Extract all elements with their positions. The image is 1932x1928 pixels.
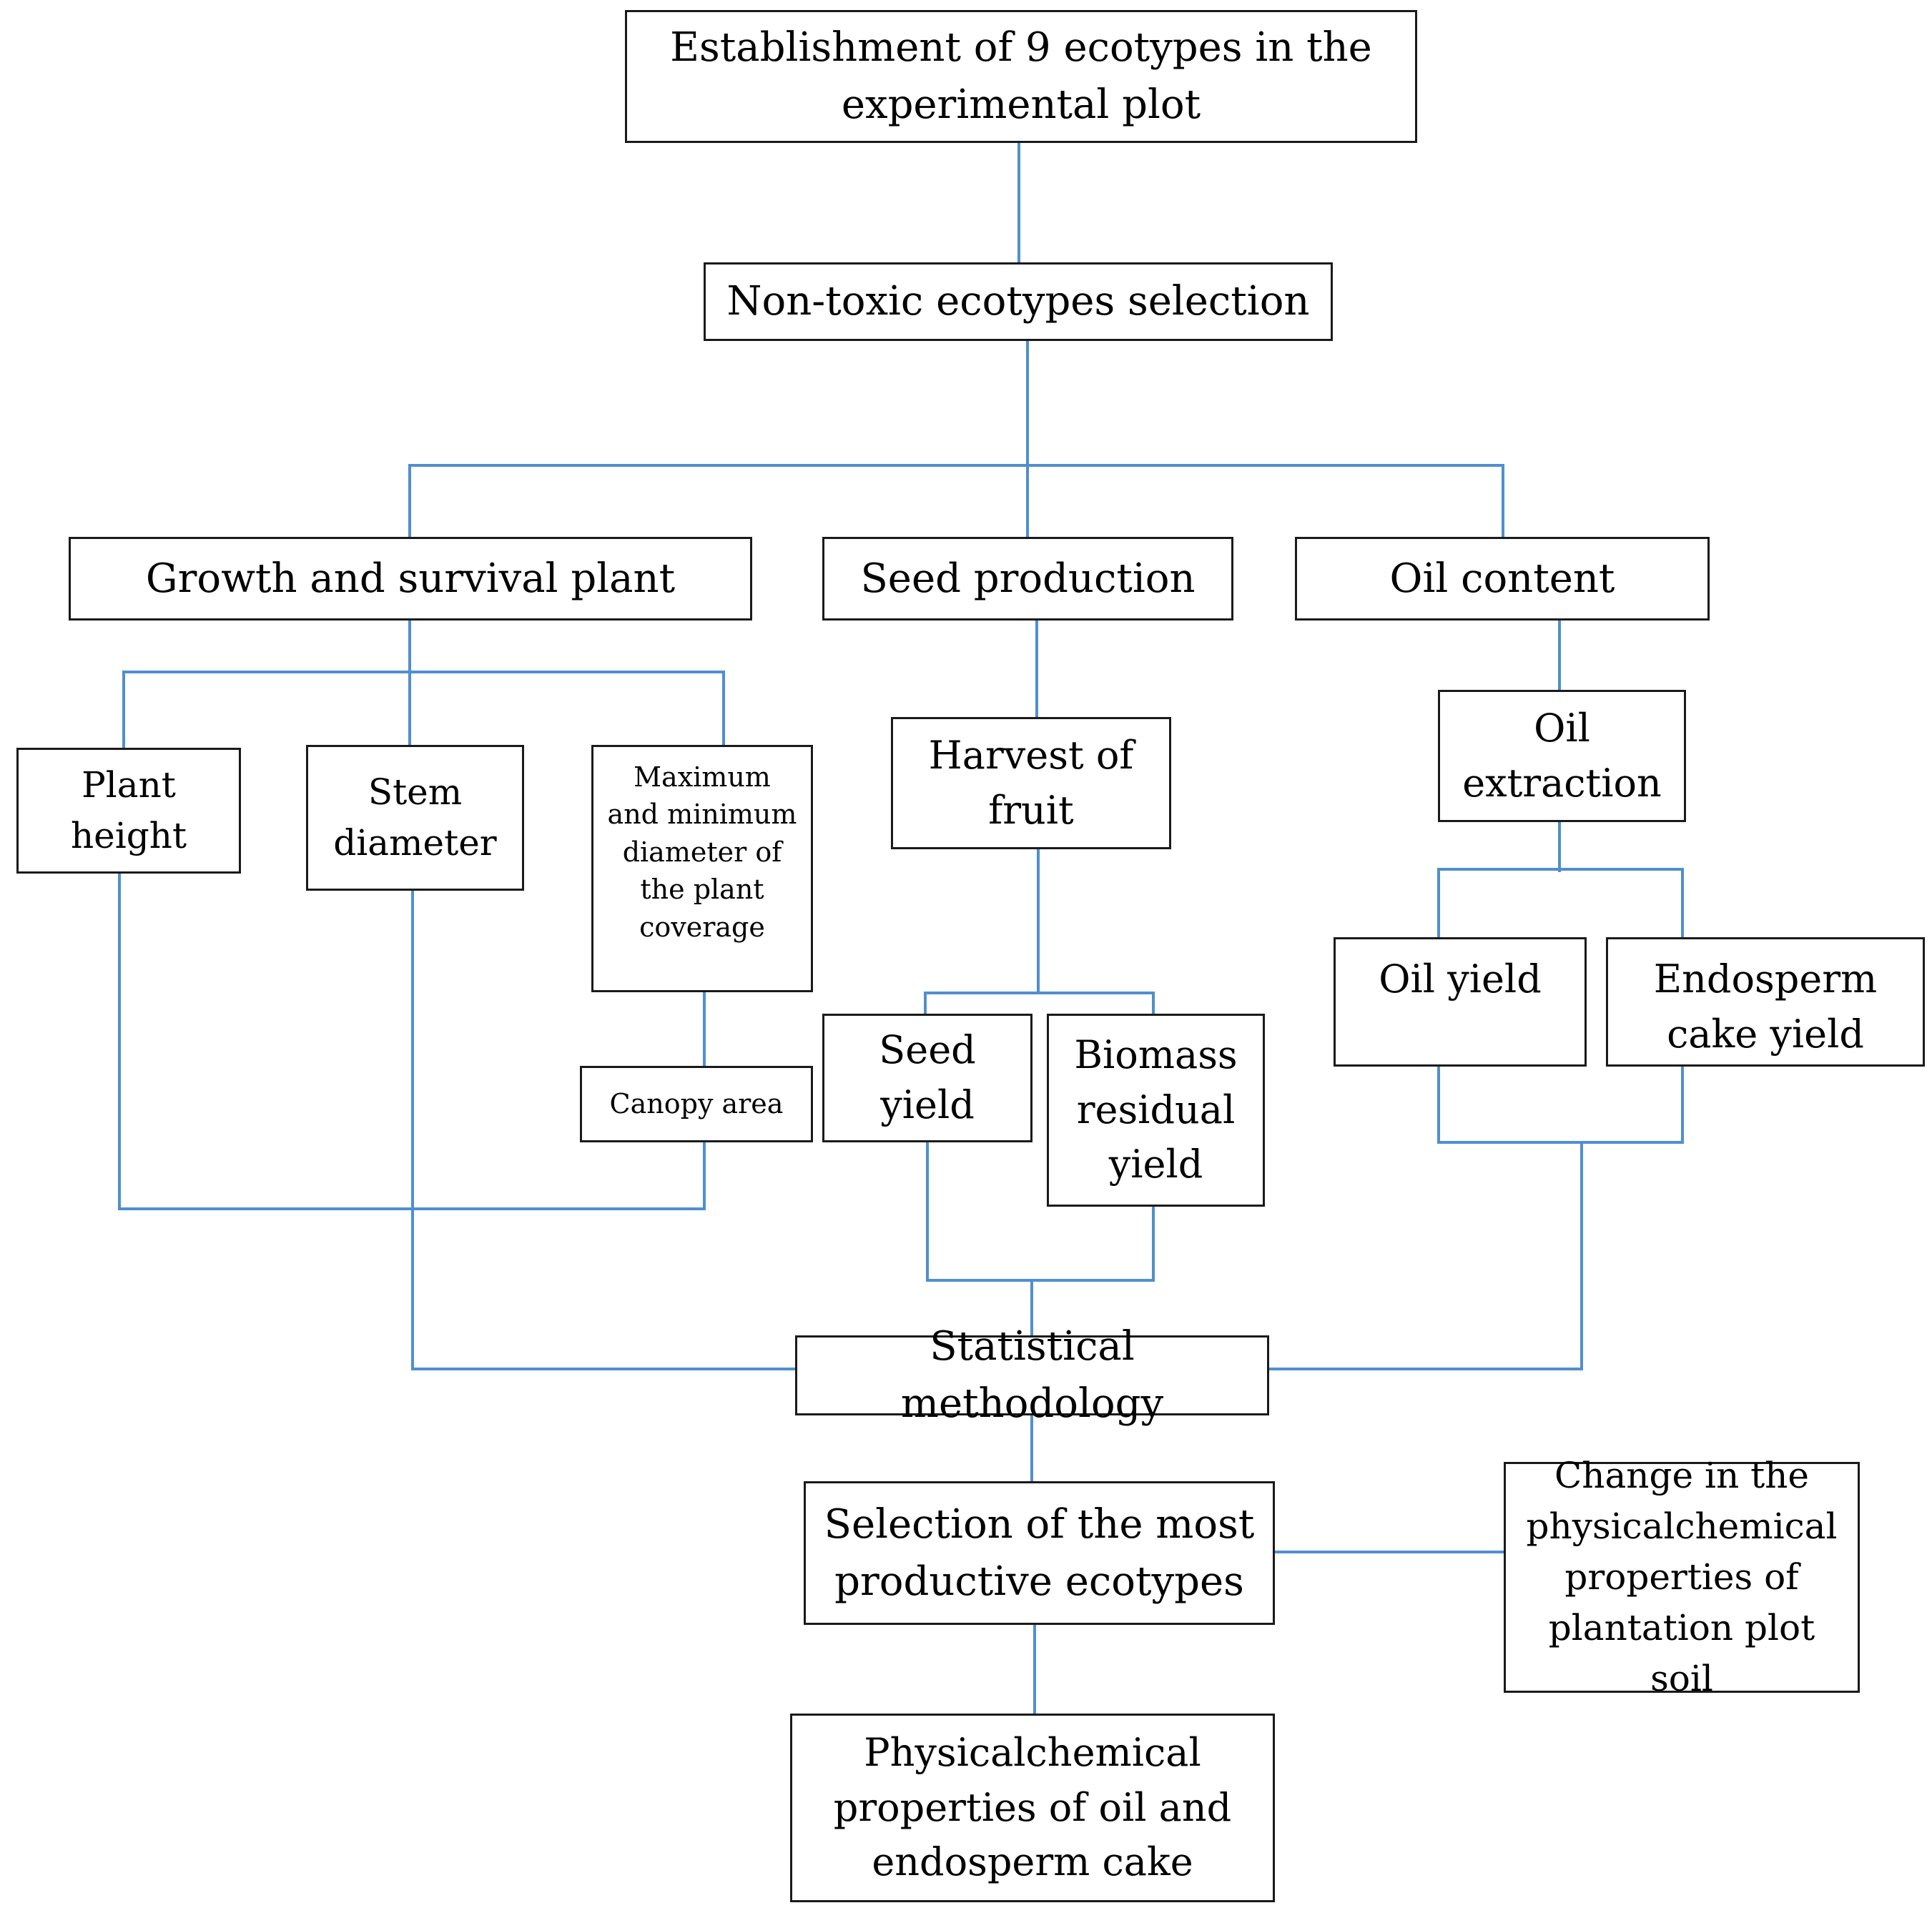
node-seed-production-label: Seed production <box>860 555 1196 602</box>
node-nontoxic-selection-label: Non-toxic ecotypes selection <box>726 278 1310 325</box>
node-endosperm-cake-yield-label: Endosperm cake yield <box>1653 956 1878 1057</box>
node-harvest-fruit: Harvest of fruit <box>891 717 1171 849</box>
node-endosperm-cake-yield: Endosperm cake yield <box>1606 937 1925 1067</box>
node-plant-height: Plant height <box>16 748 241 874</box>
connector-stem-to-statistical <box>411 889 797 1370</box>
node-establishment: Establishment of 9 ecotypes in the exper… <box>625 10 1417 143</box>
node-oil-extraction-label: Oil extraction <box>1462 705 1662 806</box>
node-soil-change-label: Change in the physicalchemical propertie… <box>1526 1455 1838 1699</box>
connector-oil-join-statistical <box>1268 1141 1583 1370</box>
node-harvest-fruit-label: Harvest of fruit <box>928 732 1134 833</box>
node-statistical-methodology: Statistical methodology <box>795 1323 1269 1427</box>
node-oil-content-label: Oil content <box>1389 555 1615 602</box>
node-stem-diameter: Stem diameter <box>306 745 524 891</box>
node-selection-productive-label: Selection of the most productive ecotype… <box>824 1501 1255 1605</box>
node-selection-productive: Selection of the most productive ecotype… <box>804 1481 1275 1625</box>
node-seed-yield-label: Seed yield <box>879 1027 976 1127</box>
node-establishment-label: Establishment of 9 ecotypes in the exper… <box>670 24 1372 128</box>
node-physicochemical-oil-cake: Physicalchemical properties of oil and e… <box>790 1714 1275 1902</box>
node-plant-height-label: Plant height <box>70 764 187 856</box>
node-oil-yield: Oil yield <box>1334 937 1587 1067</box>
node-max-min-diameter: Maximum and minimum diameter of the plan… <box>591 745 813 992</box>
node-biomass-residual-label: Biomass residual yield <box>1074 1032 1238 1187</box>
node-seed-yield: Seed yield <box>822 1014 1032 1142</box>
node-growth-survival: Growth and survival plant <box>69 537 752 621</box>
node-oil-content: Oil content <box>1295 537 1710 621</box>
node-soil-change: Change in the physicalchemical propertie… <box>1504 1455 1860 1699</box>
node-physicochemical-oil-cake-label: Physicalchemical properties of oil and e… <box>833 1729 1232 1885</box>
node-oil-yield-label: Oil yield <box>1379 956 1542 1002</box>
node-seed-production: Seed production <box>822 537 1233 621</box>
node-oil-extraction: Oil extraction <box>1438 690 1686 822</box>
node-statistical-methodology-label: Statistical methodology <box>900 1323 1164 1427</box>
node-max-min-diameter-label: Maximum and minimum diameter of the plan… <box>607 761 797 943</box>
node-growth-survival-label: Growth and survival plant <box>145 555 676 602</box>
node-biomass-residual: Biomass residual yield <box>1047 1014 1265 1207</box>
node-canopy-area: Canopy area <box>580 1066 813 1142</box>
node-canopy-area-label: Canopy area <box>609 1088 784 1120</box>
node-nontoxic-selection: Non-toxic ecotypes selection <box>704 262 1333 341</box>
node-stem-diameter-label: Stem diameter <box>333 771 497 864</box>
